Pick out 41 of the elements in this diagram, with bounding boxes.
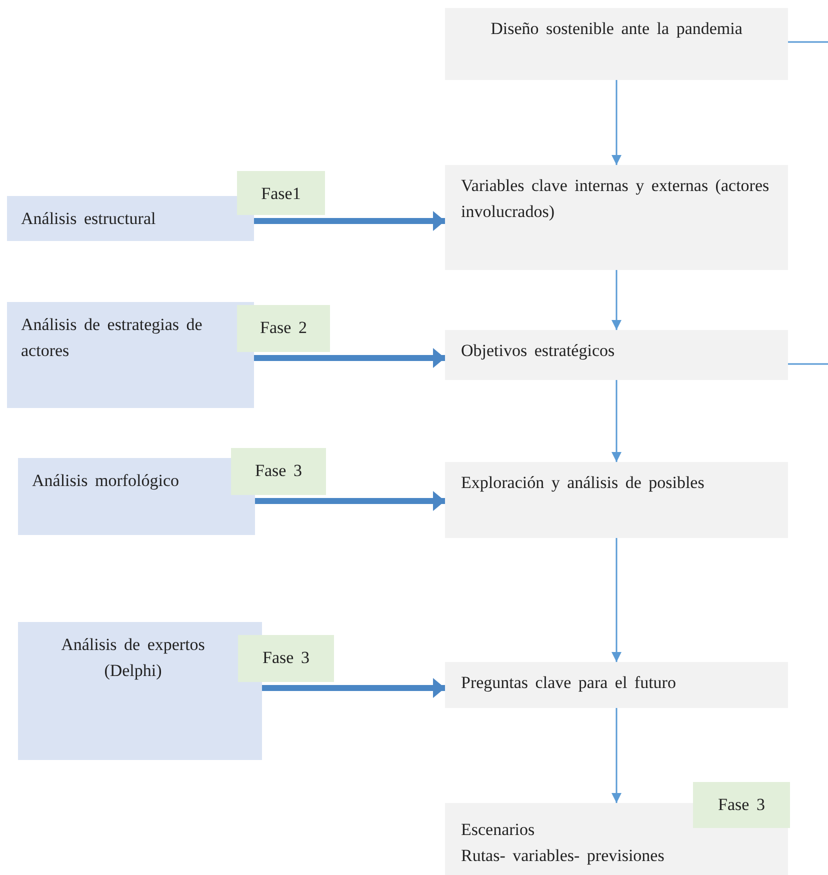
phase-tag [237,305,330,352]
node-text: Fase 3 [254,460,303,482]
method-box [7,302,254,408]
node-text: Preguntas clave para el futuro [461,672,677,694]
thick-arrow [262,678,445,698]
process-box [445,330,788,380]
node-text: Análisis de expertos (Delphi) [60,634,206,682]
process-box [445,662,788,708]
node-text: Variables clave internas y externas (actores involucrados) [461,175,770,222]
node-text: Escenarios [461,819,536,841]
arrow [612,80,622,165]
arrow [612,380,622,462]
node-text: Fase 3 [262,647,310,669]
node-text: Análisis de estrategias de actores [21,314,204,362]
phase-tag [693,782,790,828]
node-text: Rutas- variables- previsiones [461,844,666,867]
arrow [612,270,622,330]
thick-arrow [255,491,445,511]
arrow [612,538,622,662]
phase-tag [231,448,326,495]
node-text: Análisis estructural [21,208,157,230]
method-box [18,622,262,760]
process-box [445,165,788,270]
method-box [7,196,254,241]
node-text: Diseño sostenible ante la pandemia [490,18,744,40]
node-text: Fase1 [260,183,302,205]
process-box [445,8,788,80]
node-text: Objetivos estratégicos [461,340,616,362]
process-box [445,462,788,538]
node-text: Fase 3 [717,794,766,816]
method-box [18,458,255,535]
thick-arrow [254,348,445,368]
node-text: Fase 2 [259,317,308,339]
node-text: Exploración y análisis de posibles [461,472,706,494]
phase-tag [237,171,325,215]
connector-line [788,41,828,43]
phase-tag [238,635,334,682]
arrow [612,708,622,803]
thick-arrow [254,211,445,231]
node-text: Análisis morfológico [32,470,180,492]
connector-line [788,363,828,365]
